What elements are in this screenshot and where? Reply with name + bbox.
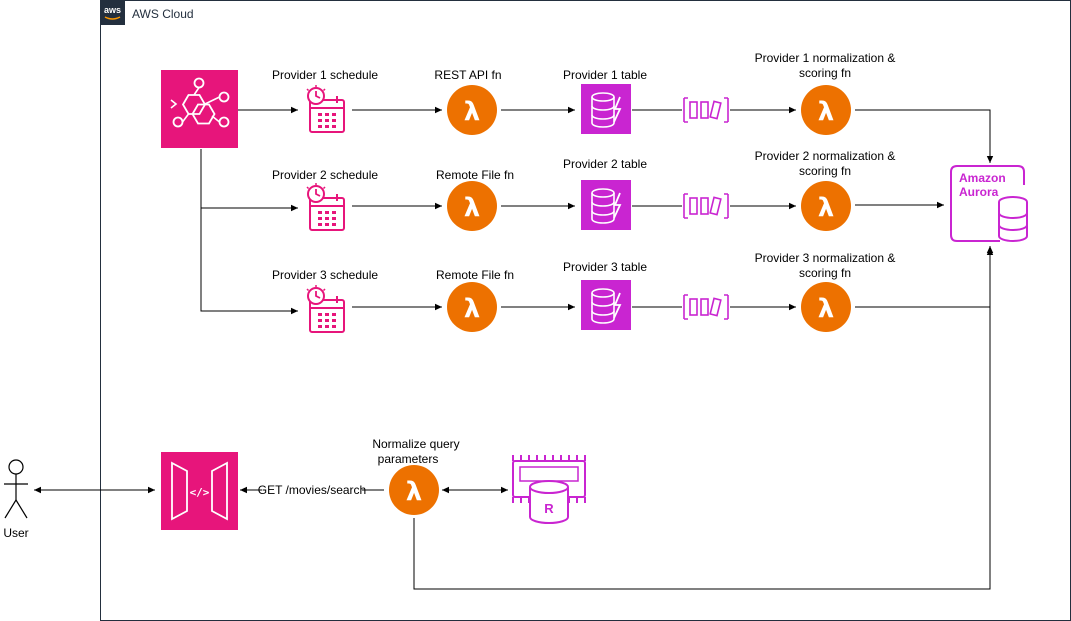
dynamodb-table-icon[interactable] — [580, 279, 632, 331]
aws-logo-text: aws — [104, 5, 121, 15]
user-label: User — [3, 526, 28, 540]
code-glyph: </> — [190, 486, 210, 499]
norm-3-label-line1: Provider 3 normalization & — [755, 251, 896, 265]
schedule-3-label: Provider 3 schedule — [272, 268, 378, 282]
lambda-glyph: λ — [406, 477, 422, 507]
dynamodb-table-icon[interactable] — [580, 179, 632, 231]
norm-3-label-line2: scoring fn — [799, 266, 851, 280]
route-label: GET /movies/search — [258, 483, 366, 497]
aws-logo-smile — [104, 16, 121, 20]
norm-2-label-line2: scoring fn — [799, 164, 851, 178]
calendar-clock-icon[interactable] — [306, 84, 345, 133]
redis-r-glyph: R — [544, 501, 554, 516]
lambda-glyph: λ — [464, 193, 480, 223]
schedule-2-label: Provider 2 schedule — [272, 168, 378, 182]
queue-icon[interactable] — [683, 97, 729, 123]
lambda-glyph: λ — [464, 294, 480, 324]
aurora-icon[interactable]: Amazon Aurora — [950, 165, 1028, 242]
query-fn-label-line2: parameters — [378, 452, 439, 466]
fn-2-label: Remote File fn — [436, 168, 514, 182]
query-fn-label-line1: Normalize query — [372, 437, 459, 451]
elasticache-redis-icon[interactable]: R — [512, 455, 586, 524]
lambda-icon[interactable]: λ — [801, 85, 851, 135]
user-icon[interactable] — [4, 459, 28, 519]
fn-1-label: REST API fn — [434, 68, 501, 82]
route-label-bg — [262, 483, 362, 497]
dynamodb-table-icon[interactable] — [580, 83, 632, 135]
fn-3-label: Remote File fn — [436, 268, 514, 282]
aws-logo — [100, 0, 125, 25]
table-1-label: Provider 1 table — [563, 68, 647, 82]
eventbridge-icon[interactable] — [161, 70, 238, 148]
lambda-icon[interactable]: λ — [801, 181, 851, 231]
aurora-label-line2: Aurora — [959, 185, 999, 199]
lambda-glyph: λ — [818, 193, 834, 223]
lambda-icon[interactable]: λ — [447, 181, 497, 231]
lambda-glyph: λ — [818, 294, 834, 324]
aurora-label-line1: Amazon — [959, 171, 1006, 185]
queue-icon[interactable] — [683, 294, 729, 320]
lambda-glyph: λ — [464, 97, 480, 127]
norm-2-label-line1: Provider 2 normalization & — [755, 149, 896, 163]
schedule-1-label: Provider 1 schedule — [272, 68, 378, 82]
lambda-icon[interactable]: λ — [801, 282, 851, 332]
lambda-icon[interactable]: λ — [447, 85, 497, 135]
lambda-icon[interactable]: λ — [447, 282, 497, 332]
edge-eventbridge-to-schedule-3 — [200, 208, 298, 315]
queue-icon[interactable] — [683, 193, 729, 219]
lambda-icon[interactable]: λ — [389, 465, 439, 515]
norm-1-label-line1: Provider 1 normalization & — [755, 51, 896, 65]
calendar-clock-icon[interactable] — [306, 182, 345, 231]
table-3-label: Provider 3 table — [563, 260, 647, 274]
lambda-glyph: λ — [818, 97, 834, 127]
calendar-clock-icon[interactable] — [306, 284, 345, 333]
aws-cloud-label: AWS Cloud — [132, 7, 194, 21]
api-gateway-icon[interactable]: </> — [161, 452, 238, 530]
table-2-label: Provider 2 table — [563, 157, 647, 171]
edge-norm-1-to-aurora — [855, 109, 994, 163]
edge-query-fn-to-aurora — [413, 246, 994, 590]
norm-1-label-line2: scoring fn — [799, 66, 851, 80]
